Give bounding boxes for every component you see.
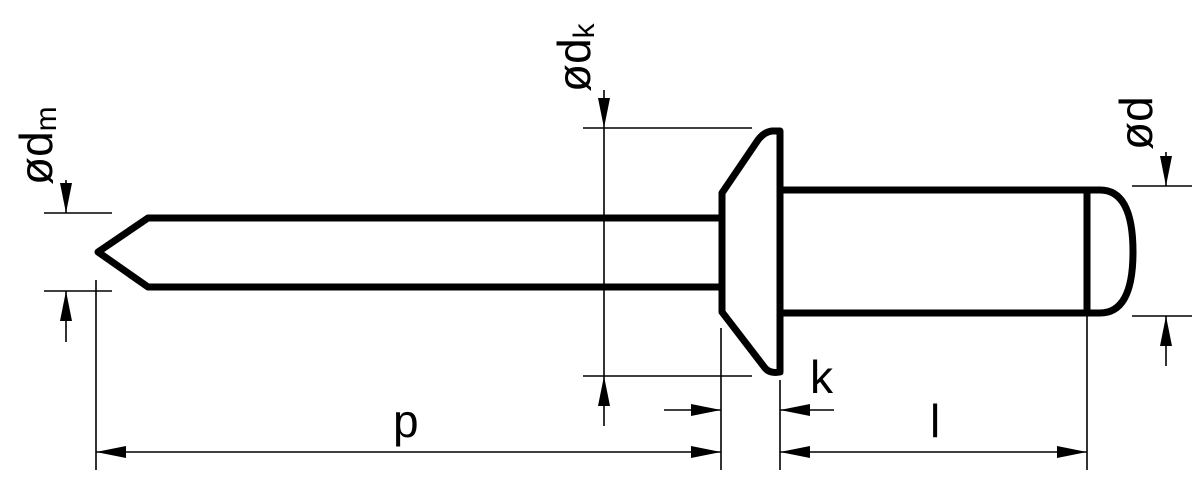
dimension-p: p [95,280,721,470]
dk-arrow-bottom [598,376,610,406]
l-label: l [930,395,940,447]
k-label: k [810,351,834,403]
dm-arrow-top [60,183,72,213]
dimension-dk: ødk [548,22,752,426]
dm-arrow-bottom [60,291,72,321]
dimension-d: ød [1110,96,1192,366]
l-arrow-left [780,446,810,458]
d-label: ød [1110,96,1162,150]
p-arrow-right [691,446,721,458]
k-arrow-left [691,404,721,416]
rivet-drawing [94,127,1137,376]
mandrel-outline [94,214,726,291]
dk-arrow-top [598,98,610,128]
dimension-k: k [664,328,834,470]
dk-label: ødk [548,22,601,92]
p-arrow-left [96,446,126,458]
l-arrow-right [1057,446,1087,458]
dm-label: ødm [10,106,63,185]
k-arrow-right [780,404,810,416]
rivet-body-outline [776,186,1137,317]
p-label: p [393,395,419,447]
rivet-head-outline [718,127,784,376]
d-arrow-top [1160,156,1172,186]
dimension-dm: ødm [10,106,112,342]
dimension-l: l [780,316,1088,470]
d-arrow-bottom [1160,316,1172,346]
